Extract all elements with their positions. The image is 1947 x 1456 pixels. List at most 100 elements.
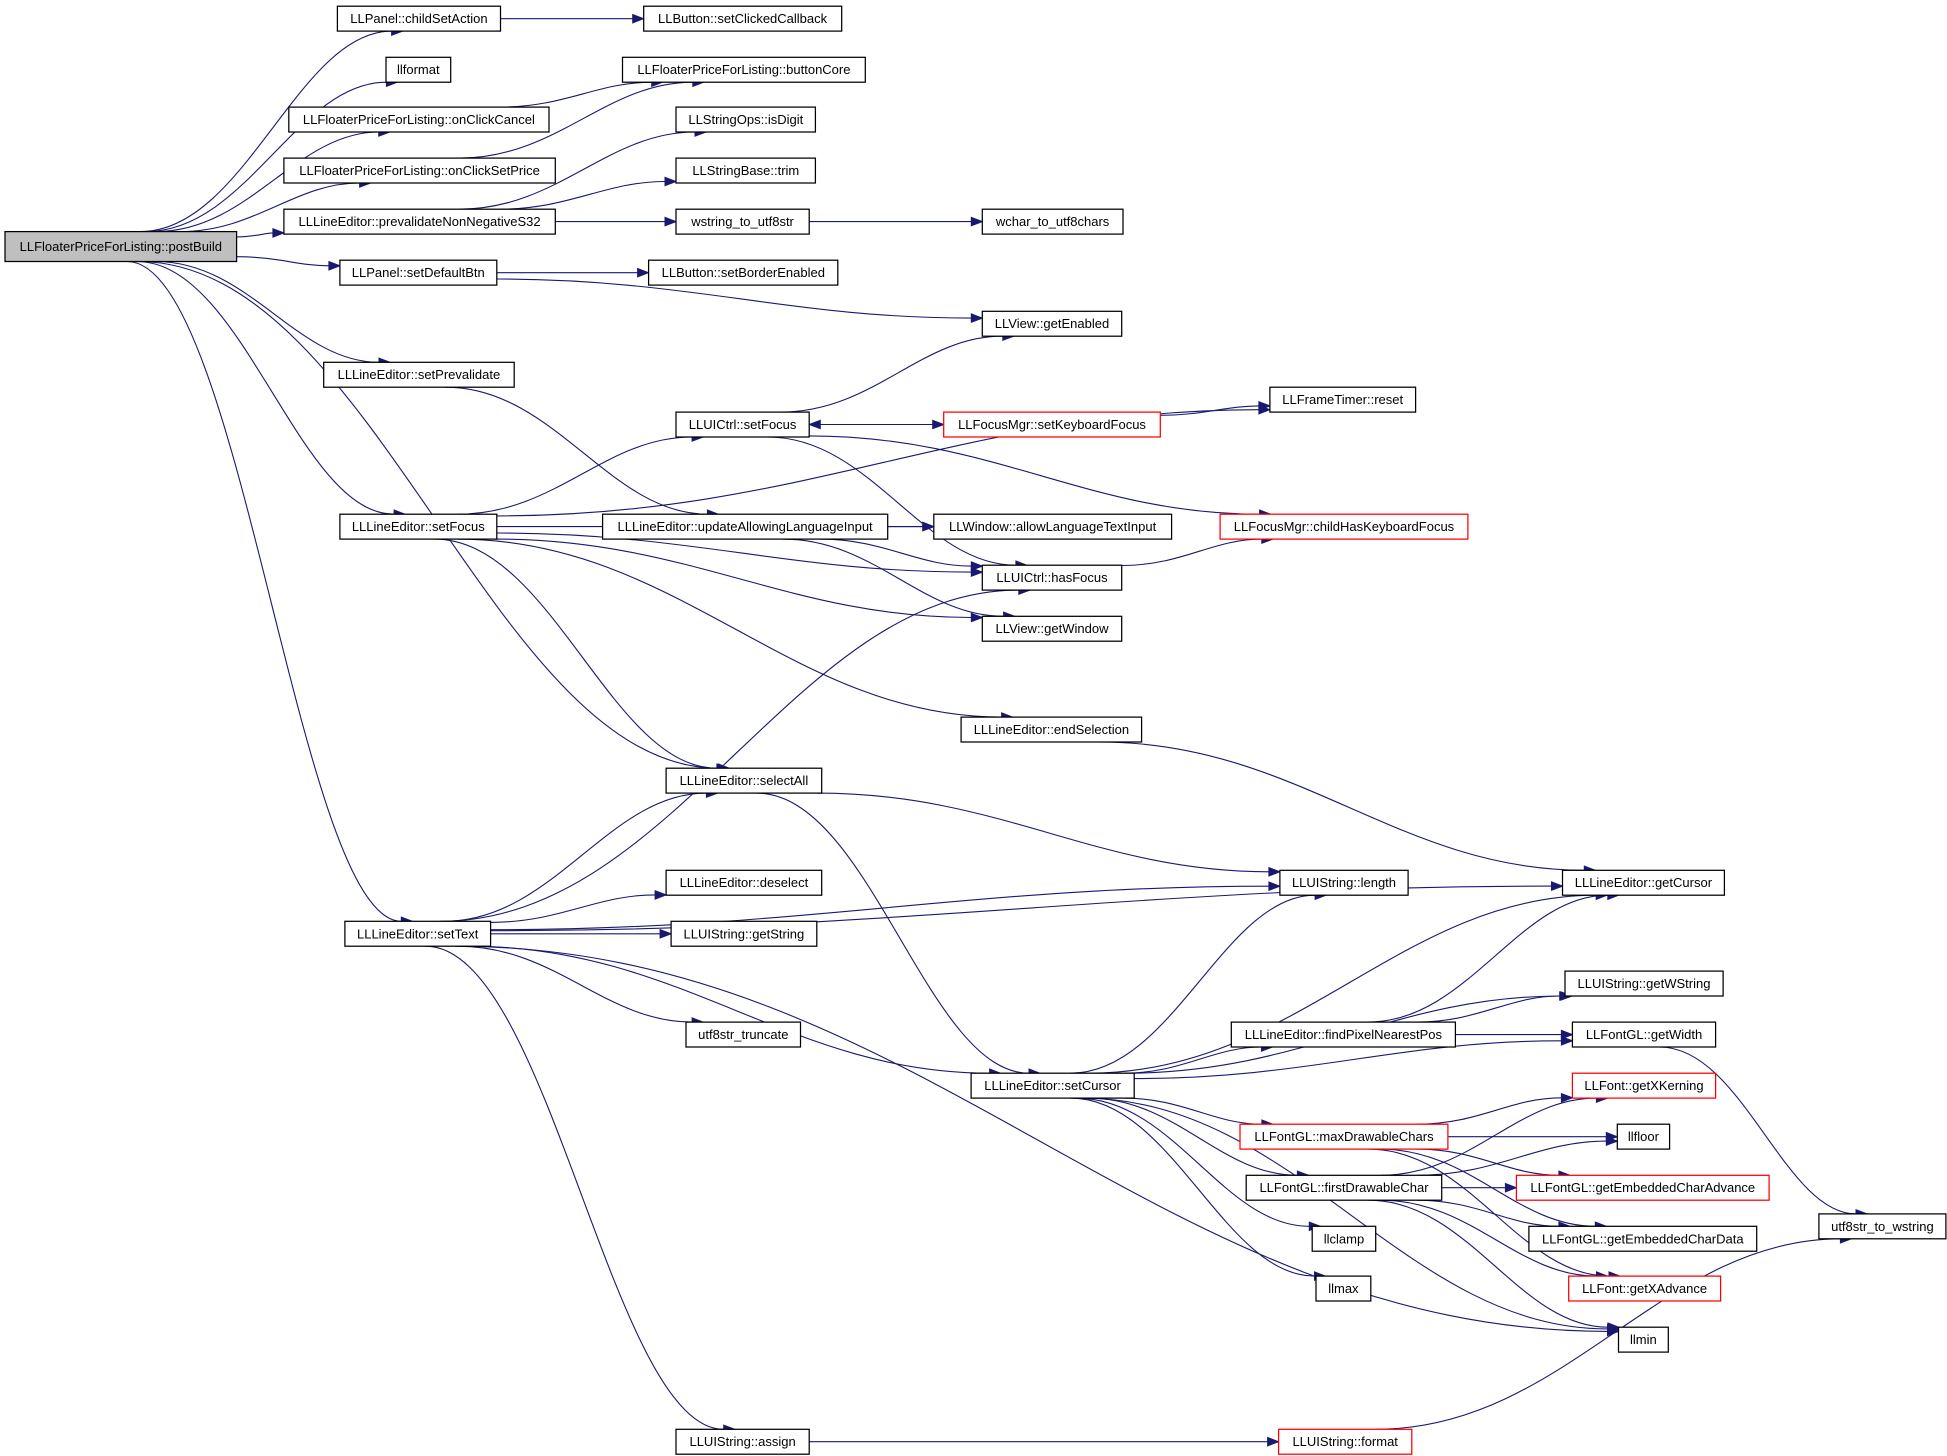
node-selectAll[interactable]: LLLineEditor::selectAll bbox=[665, 767, 823, 794]
node-deselect[interactable]: LLLineEditor::deselect bbox=[665, 869, 823, 896]
node-utf8str_truncate[interactable]: utf8str_truncate bbox=[685, 1021, 802, 1048]
edge-line bbox=[1417, 1097, 1562, 1125]
node-label: LLFontGL::firstDrawableChar bbox=[1259, 1180, 1429, 1195]
node-getString[interactable]: LLUIString::getString bbox=[670, 920, 818, 947]
node-onClickCancel[interactable]: LLFloaterPriceForListing::onClickCancel bbox=[288, 106, 550, 133]
edge-line bbox=[1659, 1046, 1857, 1215]
node-childHasKeyboardFocus[interactable]: LLFocusMgr::childHasKeyboardFocus bbox=[1219, 513, 1469, 540]
node-getXAdvance[interactable]: LLFont::getXAdvance bbox=[1568, 1275, 1722, 1302]
node-box bbox=[970, 1072, 1135, 1099]
edge-findPixelNearestPos-to-getCursor bbox=[1367, 890, 1621, 1023]
node-setDefaultBtn[interactable]: LLPanel::setDefaultBtn bbox=[339, 259, 498, 286]
node-childSetAction[interactable]: LLPanel::childSetAction bbox=[336, 5, 502, 32]
node-label: LLFloaterPriceForListing::buttonCore bbox=[637, 62, 850, 77]
node-setKeyboardFocus[interactable]: LLFocusMgr::setKeyboardFocus bbox=[943, 411, 1161, 438]
node-maxDrawableChars[interactable]: LLFontGL::maxDrawableChars bbox=[1239, 1123, 1449, 1150]
node-box bbox=[665, 869, 823, 896]
node-getWindow[interactable]: LLView::getWindow bbox=[981, 615, 1123, 642]
edge-setText-to-assign bbox=[425, 945, 737, 1435]
node-llclamp[interactable]: llclamp bbox=[1311, 1225, 1377, 1252]
edge-firstDrawableChar-to-llfloor bbox=[1416, 1136, 1619, 1176]
node-endSelection[interactable]: LLLineEditor::endSelection bbox=[960, 716, 1143, 743]
node-setCursor[interactable]: LLLineEditor::setCursor bbox=[970, 1072, 1135, 1099]
edge-line bbox=[127, 260, 402, 922]
edge-setKeyboardFocus-to-reset bbox=[1160, 400, 1272, 416]
node-box bbox=[323, 361, 515, 388]
edge-leSetFocus-to-selectAll bbox=[434, 538, 730, 774]
edge-prevalidateNonNegativeS32-to-trim bbox=[499, 176, 678, 210]
node-label: LLUIString::length bbox=[1292, 875, 1396, 890]
edge-arrowhead bbox=[1560, 1029, 1574, 1040]
edge-postBuild-to-prevalidateNonNegativeS32 bbox=[236, 227, 286, 238]
node-setText[interactable]: LLLineEditor::setText bbox=[344, 920, 492, 947]
node-label: LLLineEditor::endSelection bbox=[974, 722, 1129, 737]
edge-line bbox=[140, 30, 392, 233]
node-box bbox=[1311, 1225, 1377, 1252]
node-label: LLLineEditor::setPrevalidate bbox=[338, 367, 501, 382]
node-length[interactable]: LLUIString::length bbox=[1279, 869, 1409, 896]
node-llformat[interactable]: llformat bbox=[385, 56, 452, 83]
edge-line bbox=[236, 232, 273, 238]
edge-line bbox=[457, 436, 693, 515]
node-label: LLUIString::getString bbox=[684, 926, 805, 941]
edge-line bbox=[1416, 1140, 1607, 1176]
edge-line bbox=[496, 532, 972, 573]
node-onClickSetPrice[interactable]: LLFloaterPriceForListing::onClickSetPric… bbox=[283, 157, 556, 184]
node-getEnabled[interactable]: LLView::getEnabled bbox=[981, 310, 1123, 337]
node-label: LLUIString::format bbox=[1292, 1434, 1398, 1449]
edge-arrowhead bbox=[1560, 1035, 1574, 1046]
node-llmin[interactable]: llmin bbox=[1617, 1326, 1669, 1353]
node-label: LLLineEditor::deselect bbox=[680, 875, 809, 890]
node-prevalidateNonNegativeS32[interactable]: LLLineEditor::prevalidateNonNegativeS32 bbox=[283, 208, 556, 235]
node-allowLanguageTextInput[interactable]: LLWindow::allowLanguageTextInput bbox=[933, 513, 1173, 540]
node-getEmbeddedCharData[interactable]: LLFontGL::getEmbeddedCharData bbox=[1528, 1225, 1758, 1252]
node-leSetFocus[interactable]: LLLineEditor::setFocus bbox=[339, 513, 498, 540]
node-box bbox=[981, 310, 1123, 337]
node-wchar_to_utf8chars[interactable]: wchar_to_utf8chars bbox=[981, 208, 1124, 235]
node-getWString[interactable]: LLUIString::getWString bbox=[1564, 970, 1724, 997]
node-firstDrawableChar[interactable]: LLFontGL::firstDrawableChar bbox=[1245, 1174, 1443, 1201]
node-box bbox=[943, 411, 1161, 438]
node-hasFocus[interactable]: LLUICtrl::hasFocus bbox=[981, 564, 1123, 591]
edge-arrowhead bbox=[807, 419, 821, 430]
node-assign[interactable]: LLUIString::assign bbox=[675, 1428, 810, 1455]
edge-maxDrawableChars-to-llfloor bbox=[1447, 1131, 1619, 1142]
node-setClickedCallback[interactable]: LLButton::setClickedCallback bbox=[643, 5, 843, 32]
node-box bbox=[960, 716, 1143, 743]
node-updateAllowingLanguageInput[interactable]: LLLineEditor::updateAllowingLanguageInpu… bbox=[601, 513, 889, 540]
node-label: LLView::getWindow bbox=[996, 621, 1110, 636]
edge-setPrevalidate-to-updateAllowingLanguageInput bbox=[445, 386, 720, 520]
node-getXKerning[interactable]: LLFont::getXKerning bbox=[1571, 1072, 1717, 1099]
node-trim[interactable]: LLStringBase::trim bbox=[675, 157, 817, 184]
edge-setDefaultBtn-to-setBorderEnabled bbox=[496, 267, 651, 278]
node-box bbox=[1245, 1174, 1443, 1201]
node-getCursor[interactable]: LLLineEditor::getCursor bbox=[1561, 869, 1726, 896]
node-label: LLLineEditor::updateAllowingLanguageInpu… bbox=[618, 519, 874, 534]
edge-uictrlSetFocus-to-hasFocus bbox=[767, 436, 1029, 571]
node-getWidth[interactable]: LLFontGL::getWidth bbox=[1571, 1021, 1717, 1048]
node-buttonCore[interactable]: LLFloaterPriceForListing::buttonCore bbox=[621, 56, 866, 83]
node-uictrlSetFocus[interactable]: LLUICtrl::setFocus bbox=[675, 411, 810, 438]
node-setBorderEnabled[interactable]: LLButton::setBorderEnabled bbox=[647, 259, 839, 286]
node-box bbox=[675, 106, 817, 133]
node-box bbox=[933, 513, 1173, 540]
node-findPixelNearestPos[interactable]: LLLineEditor::findPixelNearestPos bbox=[1230, 1021, 1457, 1048]
node-llmax[interactable]: llmax bbox=[1315, 1275, 1372, 1302]
edge-arrowhead bbox=[632, 13, 646, 24]
edge-setText-to-getString bbox=[490, 928, 673, 939]
node-reset[interactable]: LLFrameTimer::reset bbox=[1269, 386, 1417, 413]
edge-line bbox=[1123, 1046, 1262, 1074]
node-llfloor[interactable]: llfloor bbox=[1616, 1123, 1671, 1150]
node-postBuild[interactable]: LLFloaterPriceForListing::postBuild bbox=[4, 230, 238, 263]
node-getEmbeddedCharAdvance[interactable]: LLFontGL::getEmbeddedCharAdvance bbox=[1515, 1174, 1770, 1201]
node-isDigit[interactable]: LLStringOps::isDigit bbox=[675, 106, 817, 133]
node-utf8str_to_wstring[interactable]: utf8str_to_wstring bbox=[1818, 1213, 1947, 1240]
node-wstring_to_utf8str[interactable]: wstring_to_utf8str bbox=[675, 208, 810, 235]
edge-line bbox=[1088, 1097, 1298, 1176]
node-setPrevalidate[interactable]: LLLineEditor::setPrevalidate bbox=[323, 361, 515, 388]
edge-line bbox=[1076, 1097, 1310, 1227]
node-label: LLFontGL::getEmbeddedCharData bbox=[1542, 1231, 1744, 1246]
node-format[interactable]: LLUIString::format bbox=[1277, 1428, 1413, 1455]
edge-findPixelNearestPos-to-getWidth bbox=[1455, 1029, 1574, 1040]
node-box bbox=[1515, 1174, 1770, 1201]
